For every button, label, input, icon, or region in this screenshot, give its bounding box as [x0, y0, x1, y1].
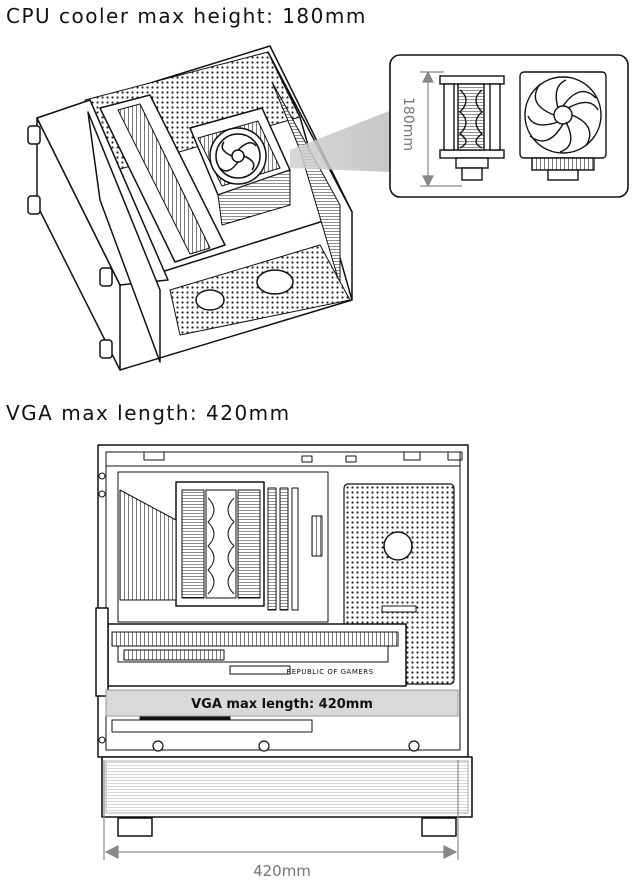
vga-dimension-arrow: [103, 760, 459, 860]
gpu-brand-text: REPUBLIC OF GAMERS: [286, 668, 373, 676]
vga-length-title: VGA max length: 420mm: [6, 401, 291, 425]
vga-length-dimension-label: 420mm: [253, 862, 311, 880]
cooler-height-label: 180mm: [400, 97, 416, 151]
vga-length-banner-text: VGA max length: 420mm: [191, 697, 373, 712]
vga-length-banner: VGA max length: 420mm: [105, 689, 459, 717]
case-side-illustration: [95, 444, 473, 837]
cooler-detail-box: 180mm: [389, 54, 629, 198]
cpu-cooler-title: CPU cooler max height: 180mm: [6, 4, 367, 28]
case-isometric-illustration: [27, 45, 392, 371]
